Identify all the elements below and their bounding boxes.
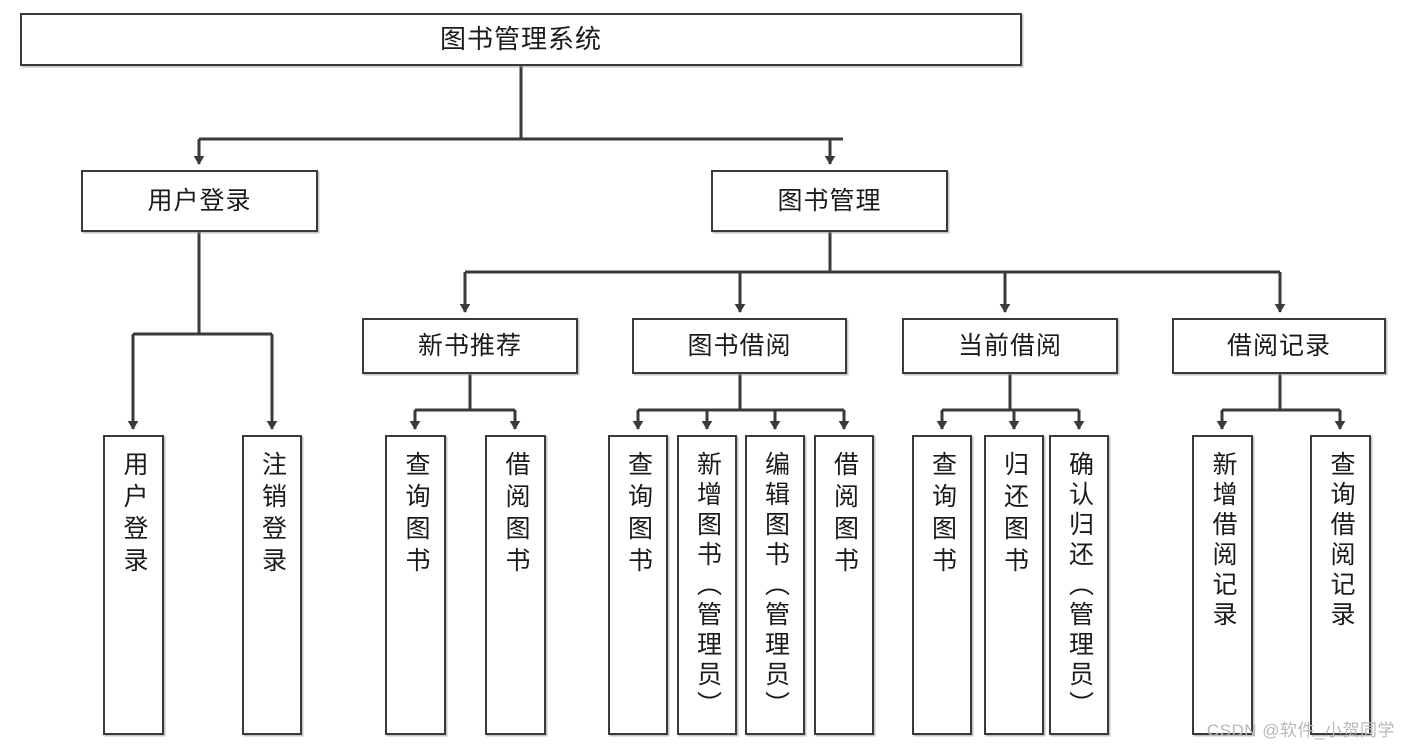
node-leaf-query-book-1[interactable]: 查询图书 xyxy=(385,435,446,735)
node-book-manage-label: 图书管理 xyxy=(777,186,882,215)
node-book-borrow-label: 图书借阅 xyxy=(687,331,792,360)
node-leaf-add-book[interactable]: 新增图书（管理员） xyxy=(677,435,737,735)
node-leaf-add-record[interactable]: 新增借阅记录 xyxy=(1192,435,1253,735)
node-leaf-user-login[interactable]: 用户登录 xyxy=(103,435,164,735)
node-leaf-query-book-3-label: 查询图书 xyxy=(928,451,957,579)
node-leaf-query-book-3[interactable]: 查询图书 xyxy=(912,435,972,735)
node-borrow-record[interactable]: 借阅记录 xyxy=(1172,318,1386,374)
node-leaf-query-book-1-label: 查询图书 xyxy=(402,451,430,579)
node-leaf-return-book-label: 归还图书 xyxy=(1000,451,1029,579)
node-leaf-confirm-return[interactable]: 确认归还（管理员） xyxy=(1049,435,1109,735)
node-root-label: 图书管理系统 xyxy=(439,23,602,54)
node-user-login-label: 用户登录 xyxy=(147,186,252,215)
node-leaf-query-record[interactable]: 查询借阅记录 xyxy=(1310,435,1371,735)
node-leaf-borrow-book-1-label: 借阅图书 xyxy=(502,451,530,579)
node-leaf-logout[interactable]: 注销登录 xyxy=(242,435,302,735)
node-leaf-borrow-book-2-label: 借阅图书 xyxy=(830,451,859,579)
node-leaf-query-record-label: 查询借阅记录 xyxy=(1327,451,1355,631)
node-user-login[interactable]: 用户登录 xyxy=(81,170,318,232)
node-leaf-borrow-book-1[interactable]: 借阅图书 xyxy=(485,435,546,735)
node-leaf-user-login-label: 用户登录 xyxy=(120,451,148,579)
node-new-book-recommend-label: 新书推荐 xyxy=(417,331,522,360)
node-book-manage[interactable]: 图书管理 xyxy=(711,170,948,232)
node-leaf-confirm-return-label: 确认归还（管理员） xyxy=(1065,451,1094,721)
node-current-borrow[interactable]: 当前借阅 xyxy=(902,318,1118,374)
node-leaf-logout-label: 注销登录 xyxy=(258,451,287,579)
node-leaf-borrow-book-2[interactable]: 借阅图书 xyxy=(814,435,874,735)
node-new-book-recommend[interactable]: 新书推荐 xyxy=(362,318,578,374)
node-leaf-edit-book-label: 编辑图书（管理员） xyxy=(761,451,790,721)
node-leaf-add-record-label: 新增借阅记录 xyxy=(1209,451,1237,631)
node-root[interactable]: 图书管理系统 xyxy=(20,13,1022,66)
csdn-watermark: CSDN @软件_小贺同学 xyxy=(1206,721,1395,740)
node-leaf-return-book[interactable]: 归还图书 xyxy=(984,435,1044,735)
node-borrow-record-label: 借阅记录 xyxy=(1226,331,1331,360)
node-leaf-query-book-2[interactable]: 查询图书 xyxy=(608,435,668,735)
node-leaf-edit-book[interactable]: 编辑图书（管理员） xyxy=(745,435,805,735)
node-leaf-add-book-label: 新增图书（管理员） xyxy=(693,451,722,721)
node-leaf-query-book-2-label: 查询图书 xyxy=(624,451,653,579)
node-book-borrow[interactable]: 图书借阅 xyxy=(632,318,847,374)
node-current-borrow-label: 当前借阅 xyxy=(957,331,1062,360)
